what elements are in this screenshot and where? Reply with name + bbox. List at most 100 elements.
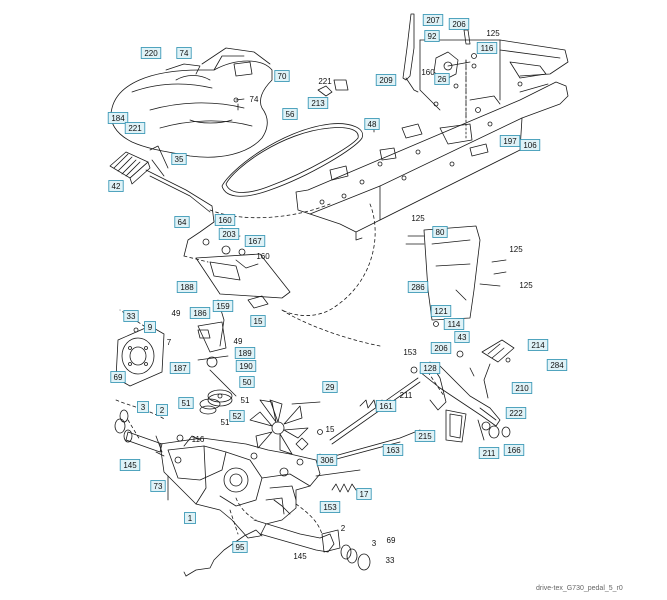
axle-right: [321, 529, 371, 571]
callout-box: [476, 42, 498, 54]
callout-box: [443, 318, 465, 330]
callout-label-214: 214: [527, 339, 549, 351]
callout-box: [519, 139, 541, 151]
callout-label-145: 145: [119, 459, 141, 471]
callout-box: [505, 407, 527, 419]
callout-box: [108, 180, 124, 192]
callout-label-56: 56: [282, 108, 298, 120]
callout-label-29: 29: [322, 381, 338, 393]
callout-box: [110, 371, 126, 383]
callout-box: [244, 235, 266, 247]
callout-label-42: 42: [108, 180, 124, 192]
callout-text: 190: [239, 362, 253, 371]
callout-text: 80: [436, 228, 445, 237]
part-number-125: 125: [411, 214, 425, 223]
callout-box: [407, 281, 429, 293]
callout-box: [174, 216, 190, 228]
callout-text: 42: [112, 182, 121, 191]
callout-label-206: 206: [430, 342, 452, 354]
callout-label-73: 73: [150, 480, 166, 492]
drive-belt: [221, 123, 363, 197]
callout-box: [430, 305, 452, 317]
callout-label-92: 92: [424, 30, 440, 42]
callout-text: 56: [286, 110, 295, 119]
callout-label-206: 206: [448, 18, 470, 30]
callout-label-161: 161: [375, 400, 397, 412]
callout-label-106: 106: [519, 139, 541, 151]
callout-text: 73: [154, 482, 163, 491]
callout-label-48: 48: [364, 118, 380, 130]
callout-text: 74: [180, 49, 189, 58]
pedal-bracket-80: [405, 225, 507, 321]
part-number-116: 116: [192, 435, 205, 444]
callout-text: 26: [438, 75, 447, 84]
callout-label-284: 284: [546, 359, 568, 371]
brake-pedal: [481, 339, 515, 399]
callout-box: [239, 376, 255, 388]
callout-label-166: 166: [503, 444, 525, 456]
callout-text: 284: [550, 361, 564, 370]
part-number-211: 211: [400, 391, 413, 400]
callout-box: [218, 228, 240, 240]
part-number-51: 51: [221, 418, 230, 427]
callout-label-187: 187: [169, 362, 191, 374]
callout-box: [232, 541, 248, 553]
callout-box: [478, 447, 500, 459]
assembly-dashes: [115, 59, 467, 535]
callout-box: [214, 214, 236, 226]
callout-text: 211: [483, 449, 496, 458]
fasteners: [155, 103, 511, 501]
callout-box: [511, 382, 533, 394]
callout-label-3: 3: [137, 401, 149, 413]
callout-box: [212, 300, 234, 312]
callout-box: [189, 307, 211, 319]
callout-box: [178, 397, 194, 409]
callout-text: 166: [507, 446, 521, 455]
callout-box: [282, 108, 298, 120]
callout-text: 43: [458, 333, 467, 342]
callout-text: 206: [434, 344, 448, 353]
callout-label-188: 188: [176, 281, 198, 293]
callout-label-128: 128: [419, 362, 441, 374]
clip-221: [317, 79, 349, 97]
callout-box: [176, 47, 192, 59]
callout-box: [124, 122, 146, 134]
callout-box: [274, 70, 290, 82]
callout-text: 286: [411, 283, 425, 292]
callout-box: [424, 30, 440, 42]
callout-text: 209: [379, 76, 393, 85]
callout-box: [448, 18, 470, 30]
callout-text: 128: [423, 364, 437, 373]
callout-text: 214: [531, 341, 545, 350]
callout-label-215: 215: [414, 430, 436, 442]
callout-label-43: 43: [454, 331, 470, 343]
callout-text: 187: [173, 364, 187, 373]
callout-text: 52: [233, 412, 242, 421]
lever-rod-35: [145, 145, 215, 257]
part-number-145: 145: [293, 552, 307, 561]
callout-label-51: 51: [178, 397, 194, 409]
callout-text: 188: [180, 283, 194, 292]
callout-label-2: 2: [156, 404, 168, 416]
callout-box: [307, 97, 329, 109]
part-number-33: 33: [386, 556, 395, 565]
callout-box: [119, 459, 141, 471]
part-number-2: 2: [341, 524, 346, 533]
cooling-fan: [249, 399, 309, 455]
callout-label-52: 52: [229, 410, 245, 422]
callout-text: 92: [428, 32, 437, 41]
part-number-49: 49: [172, 309, 181, 318]
callout-text: 184: [111, 114, 125, 123]
callout-label-286: 286: [407, 281, 429, 293]
callout-label-213: 213: [307, 97, 329, 109]
callout-text: 106: [523, 141, 537, 150]
callout-text: 163: [386, 446, 400, 455]
callout-label-306: 306: [316, 454, 338, 466]
pulley-stack: [199, 389, 233, 415]
callout-box: [382, 444, 404, 456]
callout-text: 69: [114, 373, 123, 382]
callout-text: 215: [418, 432, 432, 441]
callout-text: 114: [448, 320, 461, 329]
